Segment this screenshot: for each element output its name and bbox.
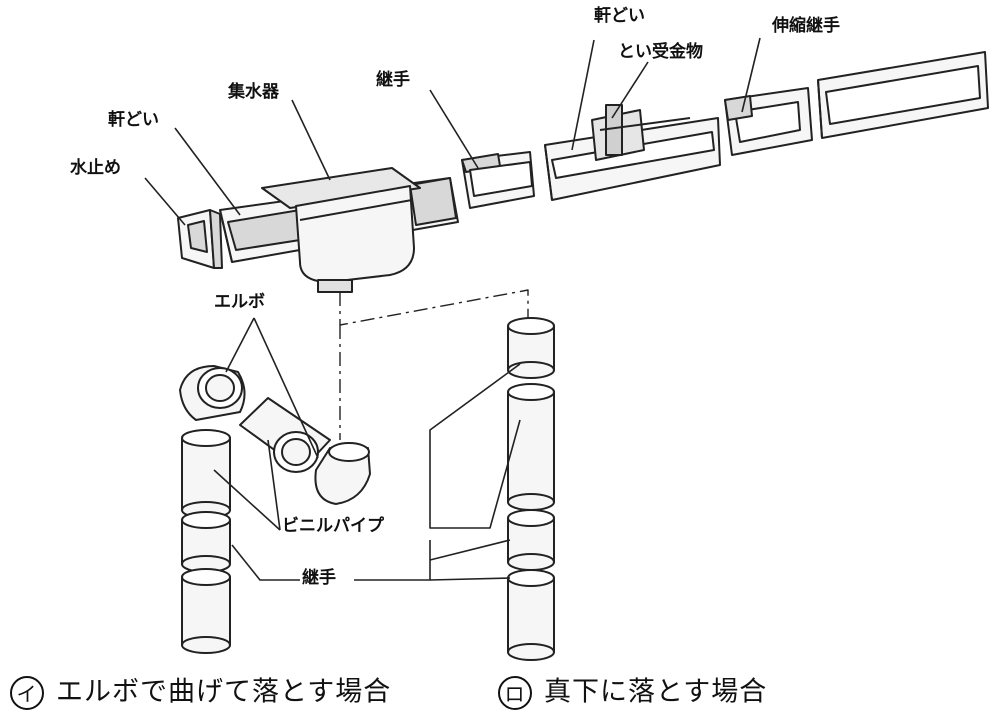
label-water-stop: 水止め — [70, 158, 121, 178]
label-joint-bottom: 継手 — [302, 568, 336, 588]
label-elbow: エルボ — [214, 292, 265, 312]
label-eaves-gutter-left: 軒どい — [108, 110, 159, 130]
drain-route-line — [339, 289, 529, 440]
pipe-right-1 — [507, 383, 555, 511]
elbow-upper — [179, 365, 246, 421]
label-collector-box: 集水器 — [228, 82, 279, 102]
label-top-joint: 継手 — [376, 70, 410, 90]
water-stop-part — [177, 209, 223, 269]
label-expansion-joint: 伸縮継手 — [772, 16, 840, 36]
caption-marker-ro: ロ — [498, 676, 532, 710]
expansion-joint-part — [724, 87, 813, 156]
collector-box-part — [261, 167, 421, 293]
caption-straight-drop: ロ真下に落とす場合 — [498, 676, 767, 710]
caption-marker-i: イ — [10, 676, 44, 710]
pipe-left-1 — [181, 429, 231, 519]
label-gutter-hanger: とい受金物 — [618, 42, 703, 62]
pipe-left-2 — [181, 568, 231, 654]
eaves-gutter-right — [544, 117, 721, 201]
eaves-gutter-far-right — [817, 51, 989, 139]
caption-elbow-drop: イエルボで曲げて落とす場合 — [10, 676, 391, 710]
leader-lines-top — [144, 37, 761, 226]
caption-text-straight-drop: 真下に落とす場合 — [544, 676, 768, 708]
leader-lines-bottom — [213, 317, 521, 581]
pipe-diagonal — [239, 397, 331, 473]
pipe-right-2 — [507, 569, 555, 661]
label-vinyl-pipe: ビニルパイプ — [282, 516, 384, 536]
joint-right — [507, 509, 555, 571]
label-eaves-gutter-right: 軒どい — [594, 6, 645, 26]
gutter-hanger-bracket — [591, 104, 691, 161]
elbow-lower — [314, 442, 371, 505]
joint-left — [181, 511, 231, 573]
top-joint-part — [461, 151, 535, 209]
caption-text-elbow-drop: エルボで曲げて落とす場合 — [56, 676, 392, 708]
joint-right-top — [507, 317, 555, 379]
